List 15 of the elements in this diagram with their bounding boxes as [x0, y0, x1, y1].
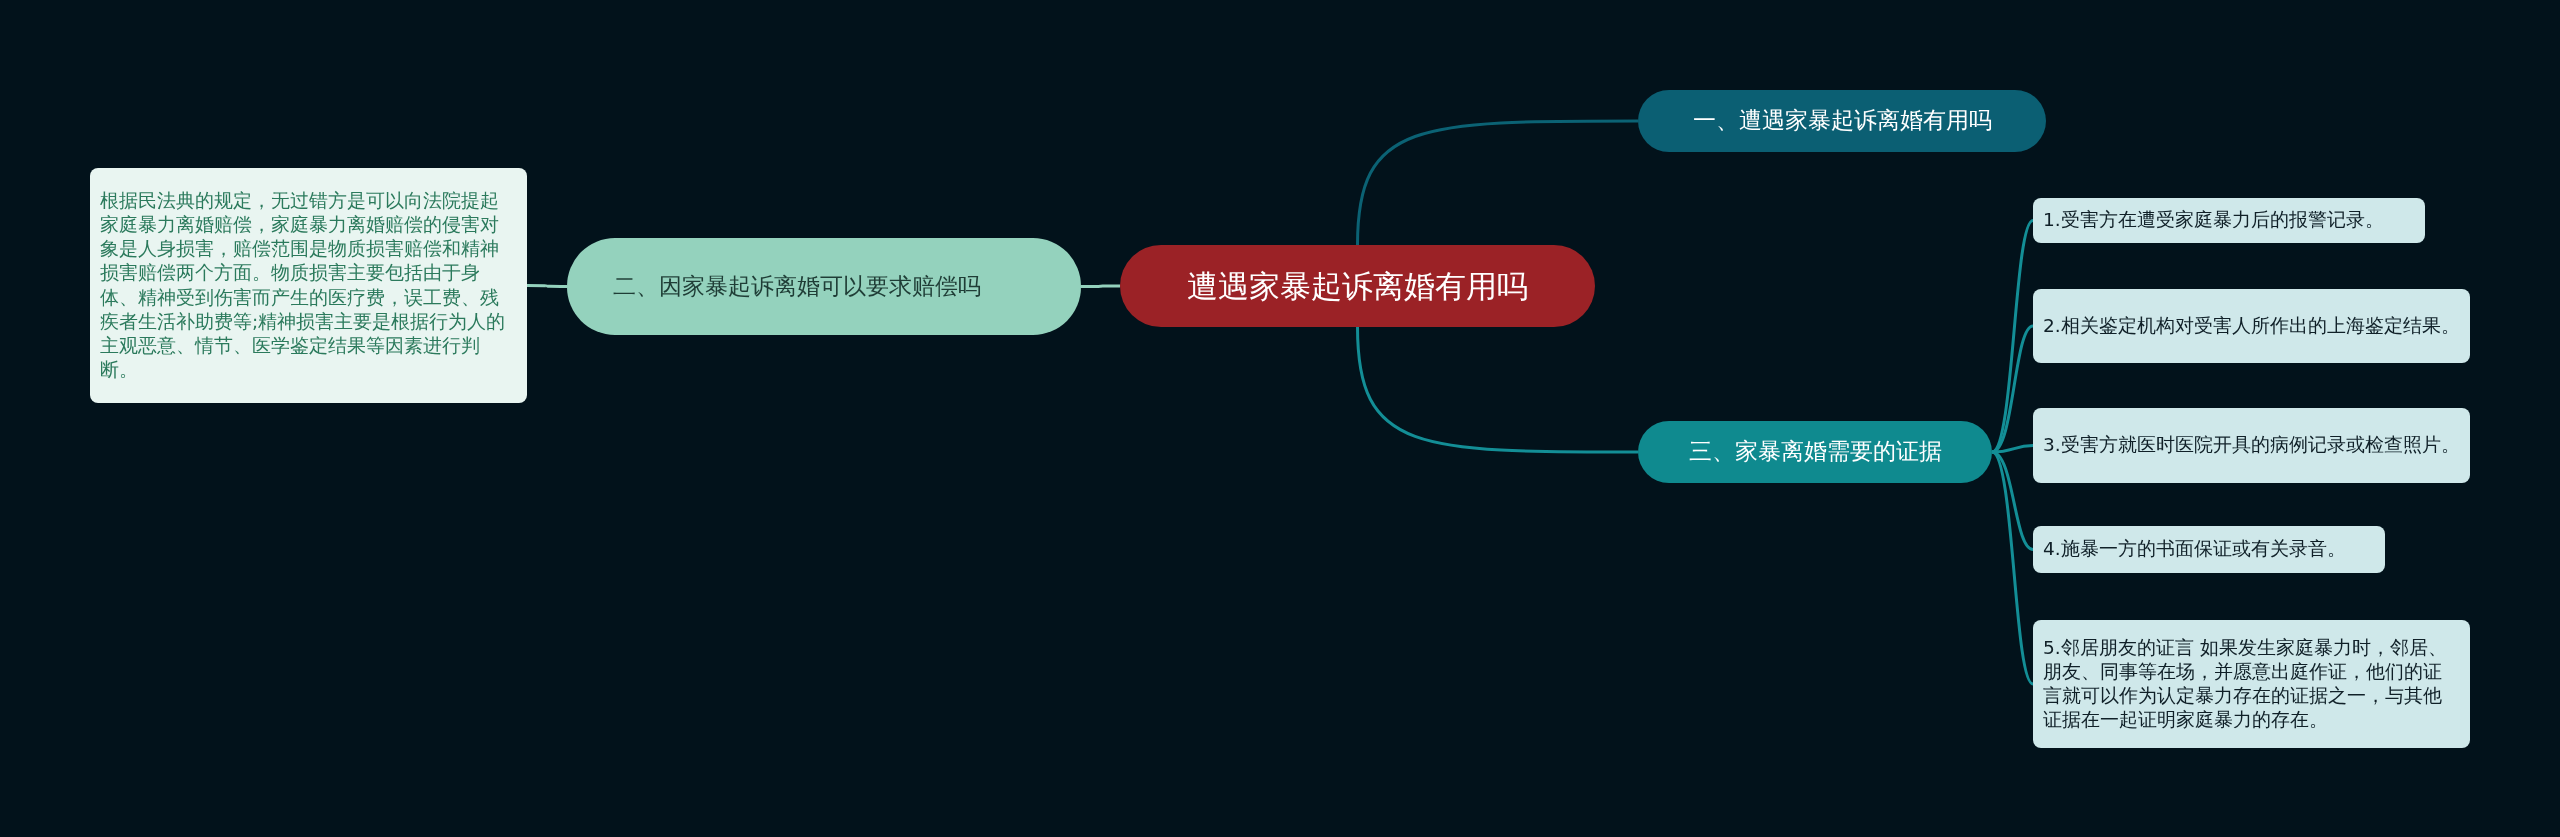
- note-card: 根据民法典的规定，无过错方是可以向法院提起家庭暴力离婚赔偿，家庭暴力离婚赔偿的侵害对象是人身损害，赔偿范围是物质损害赔偿和精神损害赔偿两个方面。物质损害主要包括由于身体、精神受到伤害而产生的医疗费，误工费、残疾者生活补助费等;精神损害主要是根据行为人的主观恶意、情节、医学鉴定结果等因素进行判断。: [90, 168, 527, 403]
- evidence-card: 5.邻居朋友的证言 如果发生家庭暴力时，邻居、朋友、同事等在场，并愿意出庭作证，他们的证言就可以作为认定暴力存在的证据之一，与其他证据在一起证明家庭暴力的存在。: [2033, 620, 2470, 748]
- root-topic: 遭遇家暴起诉离婚有用吗: [1120, 245, 1595, 327]
- connector-line: [1991, 450, 2035, 686]
- evidence-card: 2.相关鉴定机构对受害人所作出的上海鉴定结果。: [2033, 289, 2470, 363]
- connector-line: [1356, 326, 1638, 454]
- connector-line: [1081, 284, 1120, 288]
- connector-line: [527, 284, 567, 288]
- branch-topic: 三、家暴离婚需要的证据: [1638, 421, 1992, 483]
- connector-line: [1356, 119, 1638, 246]
- evidence-card: 1.受害方在遭受家庭暴力后的报警记录。: [2033, 198, 2425, 243]
- branch-topic: 一、遭遇家暴起诉离婚有用吗: [1638, 90, 2046, 152]
- evidence-card: 3.受害方就医时医院开具的病例记录或检查照片。: [2033, 408, 2470, 483]
- branch-topic: 二、因家暴起诉离婚可以要求赔偿吗: [567, 238, 1081, 335]
- evidence-card: 4.施暴一方的书面保证或有关录音。: [2033, 526, 2385, 573]
